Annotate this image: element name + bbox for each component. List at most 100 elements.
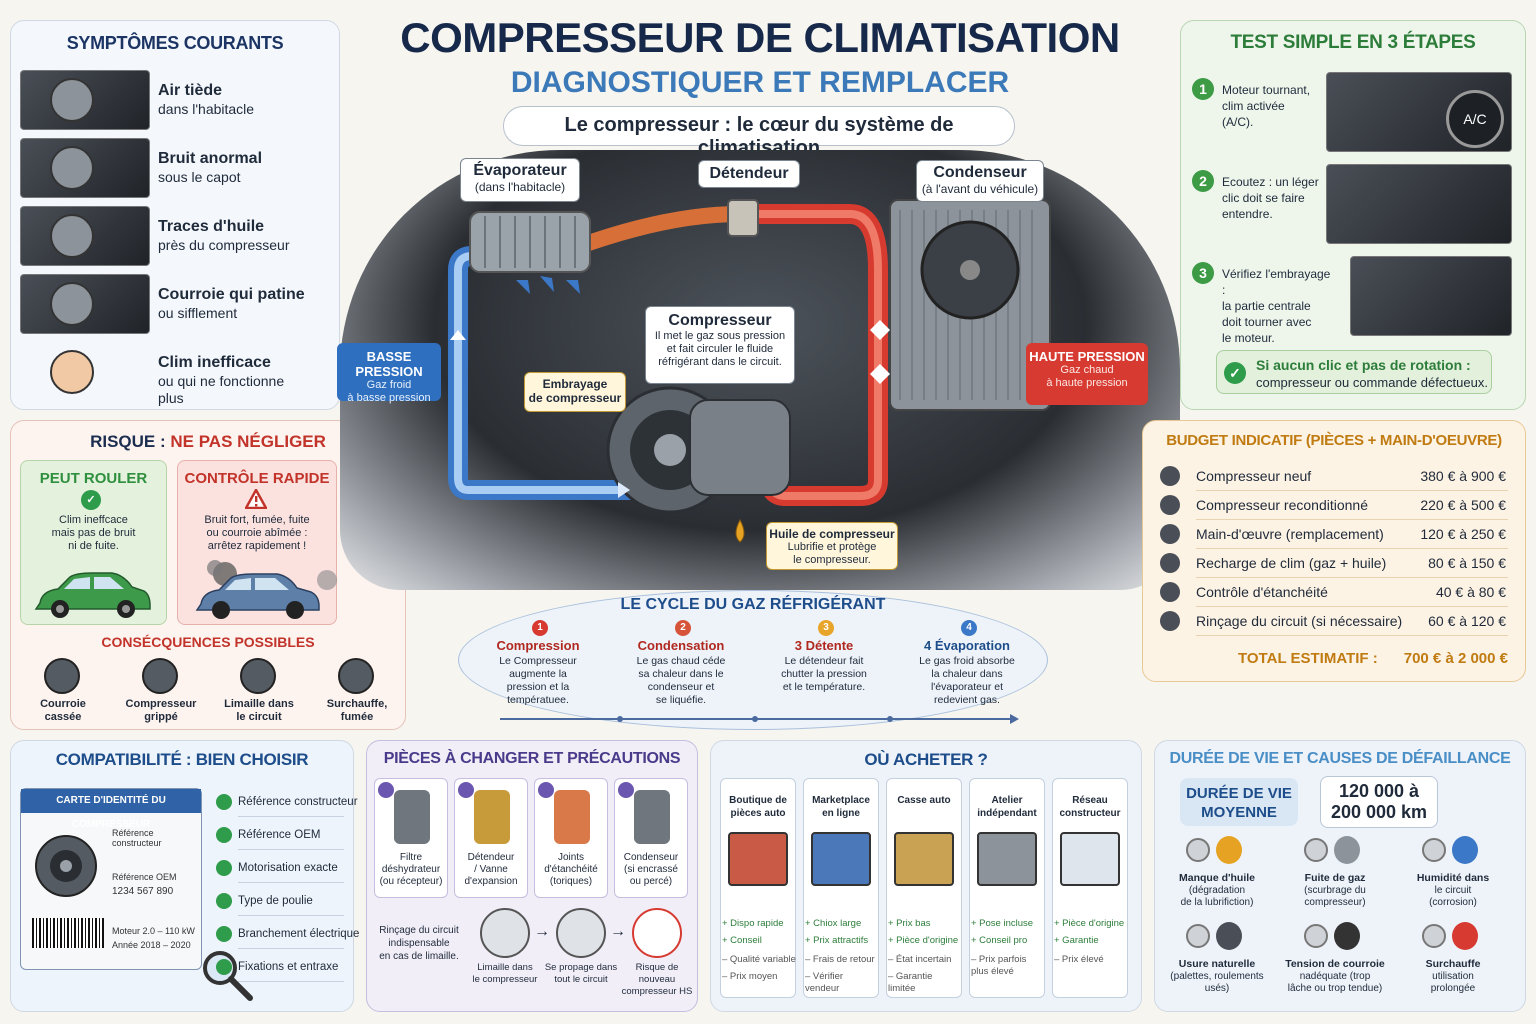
check-icon [378,782,394,798]
budget-divider [1196,548,1508,549]
buy-title: OÙ ACHETER ? [864,750,988,769]
budget-divider [1196,635,1508,636]
cycle-step-text: Le Compresseur augmente la pression et l… [499,655,577,706]
compat-item: Branchement électrique [238,928,360,940]
cycle-step-title: 4 Évaporation [924,638,1010,653]
cycle-step-number: 3 [818,620,834,636]
symptom-title: Bruit anormal [158,150,263,167]
cause-title: Tension de courroie [1285,958,1385,970]
evaporator-label: Évaporateur (dans l'habitacle) [460,158,580,202]
compat-item: Référence OEM [238,829,321,841]
budget-row-price: 40 € à 80 € [1435,584,1506,600]
expansion-valve-label: Détendeur [698,160,800,188]
cause-icon [1186,838,1210,862]
chain-icon [556,908,606,958]
refrigerant-circuit [448,199,1051,543]
shop-pro: + Prix attractifs [805,935,869,946]
compressor-label: Compresseur Il met le gaz sous pression … [645,306,795,384]
condenser-title: Condenseur [933,164,1027,181]
id-card-motor: Moteur 2.0 – 110 kW [112,926,195,936]
cause-text: (palettes, roulements usés) [1170,971,1264,994]
test-result-text: compresseur ou commande défectueux. [1256,375,1488,390]
budget-divider [1196,519,1508,520]
symptoms-title: SYMPTÔMES COURANTS [66,33,284,53]
id-card-header: CARTE D'IDENTITÉ DU COMPRESSEUR [21,789,201,830]
compat-title: COMPATIBILITÉ : BIEN CHOISIR [55,750,309,769]
budget-row-price: 380 € à 900 € [1420,468,1506,484]
consequence-label: Limaille dans [224,698,294,710]
budget-row-label: Compresseur reconditionné [1196,497,1368,513]
chain-icon [632,908,682,958]
parts-title: PIÈCES À CHANGER ET PRÉCAUTIONS [383,750,681,767]
budget-row-price: 80 € à 150 € [1428,555,1506,571]
symptom-sub: dans l'habitacle [158,101,255,117]
risk-title: RISQUE : NE PAS NÉGLIGER [10,432,406,452]
symptom-title: Traces d'huile [158,218,265,235]
shop-card [720,778,796,998]
check-icon [216,893,232,909]
cause-title: Fuite de gaz [1304,872,1366,884]
compat-item: Motorisation exacte [238,862,338,874]
cause-icon [1186,924,1210,948]
shop-image [977,832,1037,886]
test-step-image [1350,256,1512,336]
shop-name: Casse auto [897,795,951,806]
cycle-step-number: 1 [532,620,548,636]
shop-pro: + Prix bas [888,918,931,929]
shop-con: – État incertain [888,954,952,965]
part-image [474,790,510,844]
risk-warn-title: CONTRÔLE RAPIDE [184,470,330,487]
cycle-arrow [500,714,1019,724]
id-card-year: Année 2018 – 2020 [112,940,191,950]
life-label: DURÉE DE VIE MOYENNE [1186,785,1292,821]
cause-icon-2 [1334,836,1360,864]
risk-warn-text: Bruit fort, fumée, fuite ou courroie abî… [204,514,310,552]
barcode [32,918,104,948]
id-card-ref: Référence constructeur [112,828,162,848]
compressor-icon [35,835,97,897]
consequence-sub: grippé [144,711,178,723]
test-result-title: Si aucun clic et pas de rotation : [1256,357,1471,373]
budget-row-price: 120 € à 250 € [1420,526,1506,542]
consequence-sub: fumée [340,711,374,723]
shop-name: Atelier indépendant [977,795,1037,819]
shop-name: Boutique de pièces auto [729,795,787,819]
part-label: Filtre déshydrateur (ou récepteur) [379,852,443,887]
test-step-text: Moteur tournant, clim activée (A/C). [1222,83,1311,129]
budget-row-price: 60 € à 120 € [1428,613,1506,629]
shop-con: – Prix moyen [722,971,778,982]
check-icon [458,782,474,798]
shop-card [803,778,879,998]
budget-total-label: TOTAL ESTIMATIF : [1238,650,1378,667]
consequence-icon [44,658,80,694]
part-label: Condenseur (si encrassé ou percé) [623,852,679,887]
oil-title: Huile de compresseur [769,527,895,541]
cycle-step-title: Compression [496,638,580,653]
compat-divider [238,981,344,982]
cause-text: le circuit (corrosion) [1429,885,1477,908]
cause-icon [1422,924,1446,948]
cause-icon [1304,838,1328,862]
evaporator-sub: (dans l'habitacle) [474,180,566,194]
shop-con: – Garantie limitée [888,971,933,994]
shop-pro: + Pièce d'origine [888,935,959,946]
high-pressure-text: Gaz chaud à haute pression [1046,364,1128,389]
life-title: DURÉE DE VIE ET CAUSES DE DÉFAILLANCE [1169,750,1511,767]
cycle-ellipse [458,590,1048,730]
cause-icon [1422,838,1446,862]
cause-icon-2 [1452,836,1478,864]
compat-item: Référence constructeur [238,796,358,808]
shop-pro: + Chiox large [805,918,862,929]
shop-pro: + Dispo rapide [722,918,784,929]
shop-con: – Frais de retour [805,954,875,965]
low-pressure-badge: BASSE PRESSION Gaz froid à basse pressio… [337,343,441,404]
risk-ok-title: PEUT ROULER [39,470,148,487]
cycle-step-title: Condensation [637,638,725,653]
compat-divider [238,816,344,817]
test-step-text: Ecoutez : un léger clic doit se faire en… [1222,175,1319,221]
chain-label: Risque de nouveau compresseur HS [621,962,693,997]
ear-icon [50,146,94,190]
check-icon [216,860,232,876]
check-icon: ✓ [81,490,101,510]
magnifier-icon [1160,582,1180,602]
